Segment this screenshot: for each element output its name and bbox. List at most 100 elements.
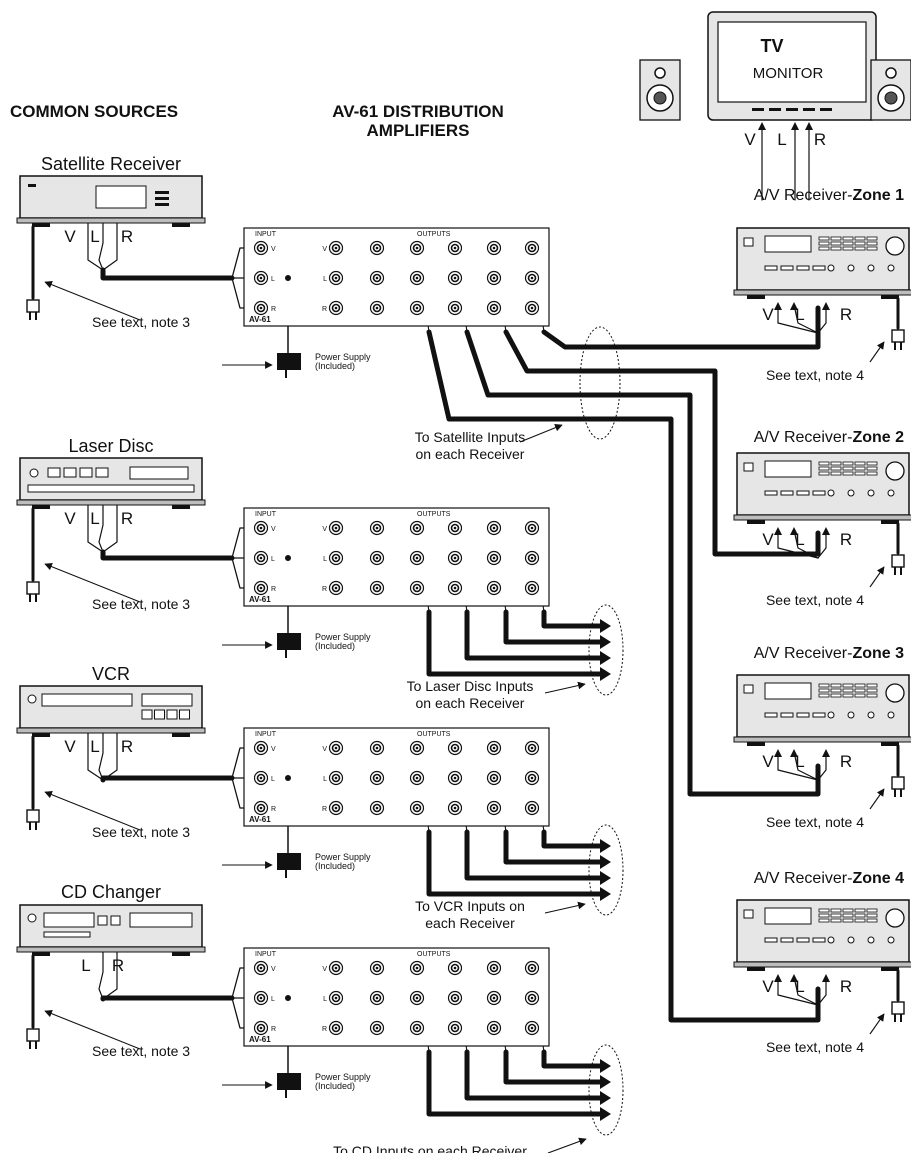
zone-receiver-label: A/V Receiver-Zone 3: [754, 645, 904, 662]
source-foot: [172, 952, 190, 956]
input-jack-ring: [256, 583, 266, 593]
output-jack-pin: [415, 246, 419, 250]
receiver-input-arrowhead: [822, 749, 830, 757]
source-foot: [172, 223, 190, 227]
receiver-ac-plug: [891, 1001, 905, 1015]
output-jack-ring: [412, 803, 422, 813]
power-supply-label: Power Supply: [315, 1072, 371, 1082]
output-jack-pin: [530, 746, 534, 750]
input-jack-pin: [259, 996, 263, 1000]
receiver-base: [733, 736, 911, 743]
laserdisc-button: [29, 468, 39, 478]
amp-output-letter: V: [322, 746, 327, 753]
amp-input-letter: R: [271, 306, 276, 313]
receiver-key: [830, 466, 842, 471]
receiver-input-arrowhead: [790, 974, 798, 982]
output-jack-pin: [530, 246, 534, 250]
output-jack-pin: [375, 966, 379, 970]
receiver-channel-label: V: [762, 752, 774, 771]
receiver-key: [842, 688, 854, 693]
zone-label-prefix: A/V Receiver-: [754, 870, 853, 887]
output-jack-pin: [334, 246, 338, 250]
source-channel-V: V: [64, 227, 76, 246]
note3-arrow: [44, 280, 141, 321]
input-jack-pin: [259, 556, 263, 560]
output-jack-ring: [450, 273, 460, 283]
output-jack-pin: [453, 776, 457, 780]
receiver-key: [818, 246, 830, 251]
receiver-input-arrowhead: [822, 302, 830, 310]
input-jack-ring: [256, 523, 266, 533]
receiver-small-knob: [867, 489, 875, 497]
cd-tray: [43, 931, 91, 938]
vcr-key: [141, 709, 153, 720]
receiver-small-key: [780, 490, 794, 496]
receiver-key: [830, 693, 842, 698]
receiver-note: See text, note 4: [766, 1039, 864, 1055]
receiver-key: [866, 688, 878, 693]
output-jack-pin: [492, 746, 496, 750]
amp-output-letter: R: [322, 806, 327, 813]
receiver-input-arrowhead: [774, 974, 782, 982]
receiver-key: [854, 241, 866, 246]
receiver-key: [830, 241, 842, 246]
dest-note-line2: each Receiver: [425, 915, 515, 931]
output-jack-pin: [453, 806, 457, 810]
receiver-ac-plug: [891, 776, 905, 790]
bundle-marker: [588, 604, 624, 696]
input-jack-pin: [259, 806, 263, 810]
receiver-power-button: [743, 462, 754, 472]
output-jack-pin: [334, 556, 338, 560]
output-jack-pin: [375, 526, 379, 530]
source-name-1: Laser Disc: [68, 436, 153, 456]
amp-model-label: AV-61: [249, 595, 271, 604]
receiver-key: [842, 241, 854, 246]
cd-panel: [129, 912, 193, 928]
receiver-input-lead: [817, 976, 827, 1006]
receiver-small-key: [764, 712, 778, 718]
receiver-key: [866, 918, 878, 923]
output-jack-ring: [412, 773, 422, 783]
receiver-key: [866, 913, 878, 918]
zone-label-prefix: A/V Receiver-: [754, 429, 853, 446]
output-jack-pin: [415, 526, 419, 530]
receiver-key: [854, 918, 866, 923]
receiver-input-arrowhead: [790, 302, 798, 310]
output-jack-pin: [492, 1026, 496, 1030]
receiver-key: [818, 908, 830, 913]
output-jack-pin: [453, 746, 457, 750]
receiver-key: [866, 466, 878, 471]
source-lead: [102, 951, 118, 1000]
speaker-tweeter: [885, 67, 897, 79]
laserdisc-key: [79, 467, 93, 478]
volume-knob-icon: [885, 461, 905, 481]
output-jack-pin: [334, 1026, 338, 1030]
power-supply: [277, 1073, 301, 1090]
output-jack-ring: [331, 743, 341, 753]
amp-output-letter: V: [322, 966, 327, 973]
receiver-key: [866, 246, 878, 251]
output-jack-pin: [415, 996, 419, 1000]
source-device-base-0: [16, 217, 206, 224]
receiver-small-key: [812, 490, 826, 496]
output-jack-pin: [334, 806, 338, 810]
output-jack-ring: [450, 303, 460, 313]
power-supply-label-2: (Included): [315, 861, 355, 871]
tv-input-arrowhead: [791, 122, 799, 130]
ac-plug: [26, 299, 40, 313]
zone-label-prefix: A/V Receiver-: [754, 645, 853, 662]
output-jack-ring: [527, 523, 537, 533]
source-note: See text, note 3: [92, 314, 190, 330]
output-jack-ring: [372, 303, 382, 313]
output-jack-pin: [334, 526, 338, 530]
receiver-key: [830, 236, 842, 241]
receiver-key: [818, 466, 830, 471]
receiver-small-key: [796, 265, 810, 271]
tv-channel-label: L: [777, 130, 786, 149]
satellite-led: [28, 184, 36, 187]
output-jack-ring: [450, 773, 460, 783]
receiver-small-key: [796, 490, 810, 496]
output-jack-pin: [492, 586, 496, 590]
output-jack-pin: [375, 586, 379, 590]
tv-button: [752, 108, 764, 111]
